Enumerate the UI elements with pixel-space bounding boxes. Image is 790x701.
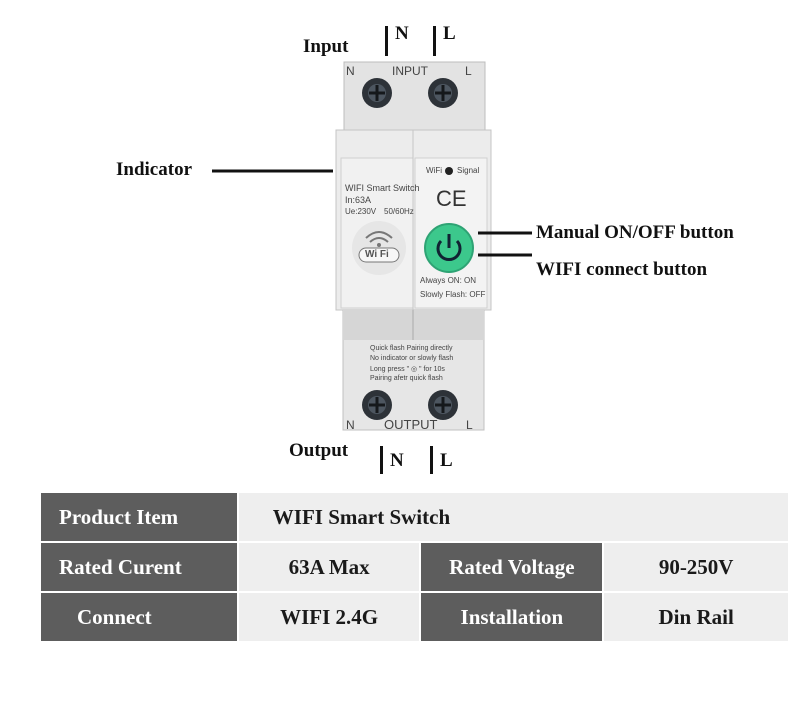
input-label: Input: [303, 36, 349, 57]
device-slowly-flash: Slowly Flash: OFF: [420, 290, 486, 299]
spec-table: Product Item WIFI Smart Switch Rated Cur…: [39, 491, 790, 643]
table-row: Connect WIFI 2.4G Installation Din Rail: [39, 591, 790, 643]
rated-voltage-value: 90-250V: [602, 541, 790, 593]
device-frequency: 50/60Hz: [384, 207, 414, 216]
rated-voltage-label: Rated Voltage: [419, 541, 605, 593]
wifi-button-label: WIFI connect button: [536, 259, 708, 280]
connect-value: WIFI 2.4G: [236, 591, 422, 643]
output-l-label: L: [440, 450, 453, 471]
rated-current-label: Rated Curent: [39, 541, 239, 593]
installation-label: Installation: [419, 591, 605, 643]
device-bottom-l: L: [466, 418, 473, 432]
manual-button-label: Manual ON/OFF button: [536, 222, 734, 243]
installation-value: Din Rail: [602, 591, 790, 643]
device-top-label: INPUT: [392, 64, 428, 78]
device-model: WIFI Smart Switch: [345, 183, 420, 193]
output-n-line: [380, 446, 383, 474]
device-instruction-1: Quick flash Pairing directly: [370, 345, 453, 352]
device-top-l: L: [465, 64, 472, 78]
output-label: Output: [289, 440, 349, 461]
product-item-value: WIFI Smart Switch: [236, 491, 790, 543]
device-rating: In:63A: [345, 195, 372, 205]
indicator-label: Indicator: [116, 159, 192, 180]
device-instruction-4: Pairing afetr quick flash: [370, 375, 443, 382]
table-row: Rated Curent 63A Max Rated Voltage 90-25…: [39, 541, 790, 593]
connect-label: Connect: [39, 591, 239, 643]
device-wifi-signal: WiFi: [426, 166, 442, 175]
device-wifi-logo: Wi Fi: [365, 249, 389, 260]
rated-current-value: 63A Max: [236, 541, 422, 593]
device-instruction-2: No indicator or slowly flash: [370, 355, 454, 362]
device-top-n: N: [346, 64, 355, 78]
indicator-led-icon: [445, 167, 453, 175]
table-row: Product Item WIFI Smart Switch: [39, 491, 790, 543]
input-n-line: [385, 26, 388, 56]
output-l-line: [430, 446, 433, 474]
input-n-label: N: [395, 23, 409, 44]
product-item-label: Product Item: [39, 491, 239, 543]
device-signal: Signal: [457, 166, 480, 175]
device-always-on: Always ON: ON: [420, 276, 477, 285]
device-bottom-n: N: [346, 418, 355, 432]
output-n-label: N: [390, 450, 404, 471]
device-instruction-3: Long press " ◎ " for 10s: [370, 366, 445, 373]
input-l-line: [433, 26, 436, 56]
smart-switch-device: [212, 61, 532, 431]
device-voltage: Ue:230V: [345, 207, 377, 216]
device-bottom-label: OUTPUT: [384, 417, 438, 432]
input-l-label: L: [443, 23, 456, 44]
device-ce: CE: [436, 186, 467, 211]
